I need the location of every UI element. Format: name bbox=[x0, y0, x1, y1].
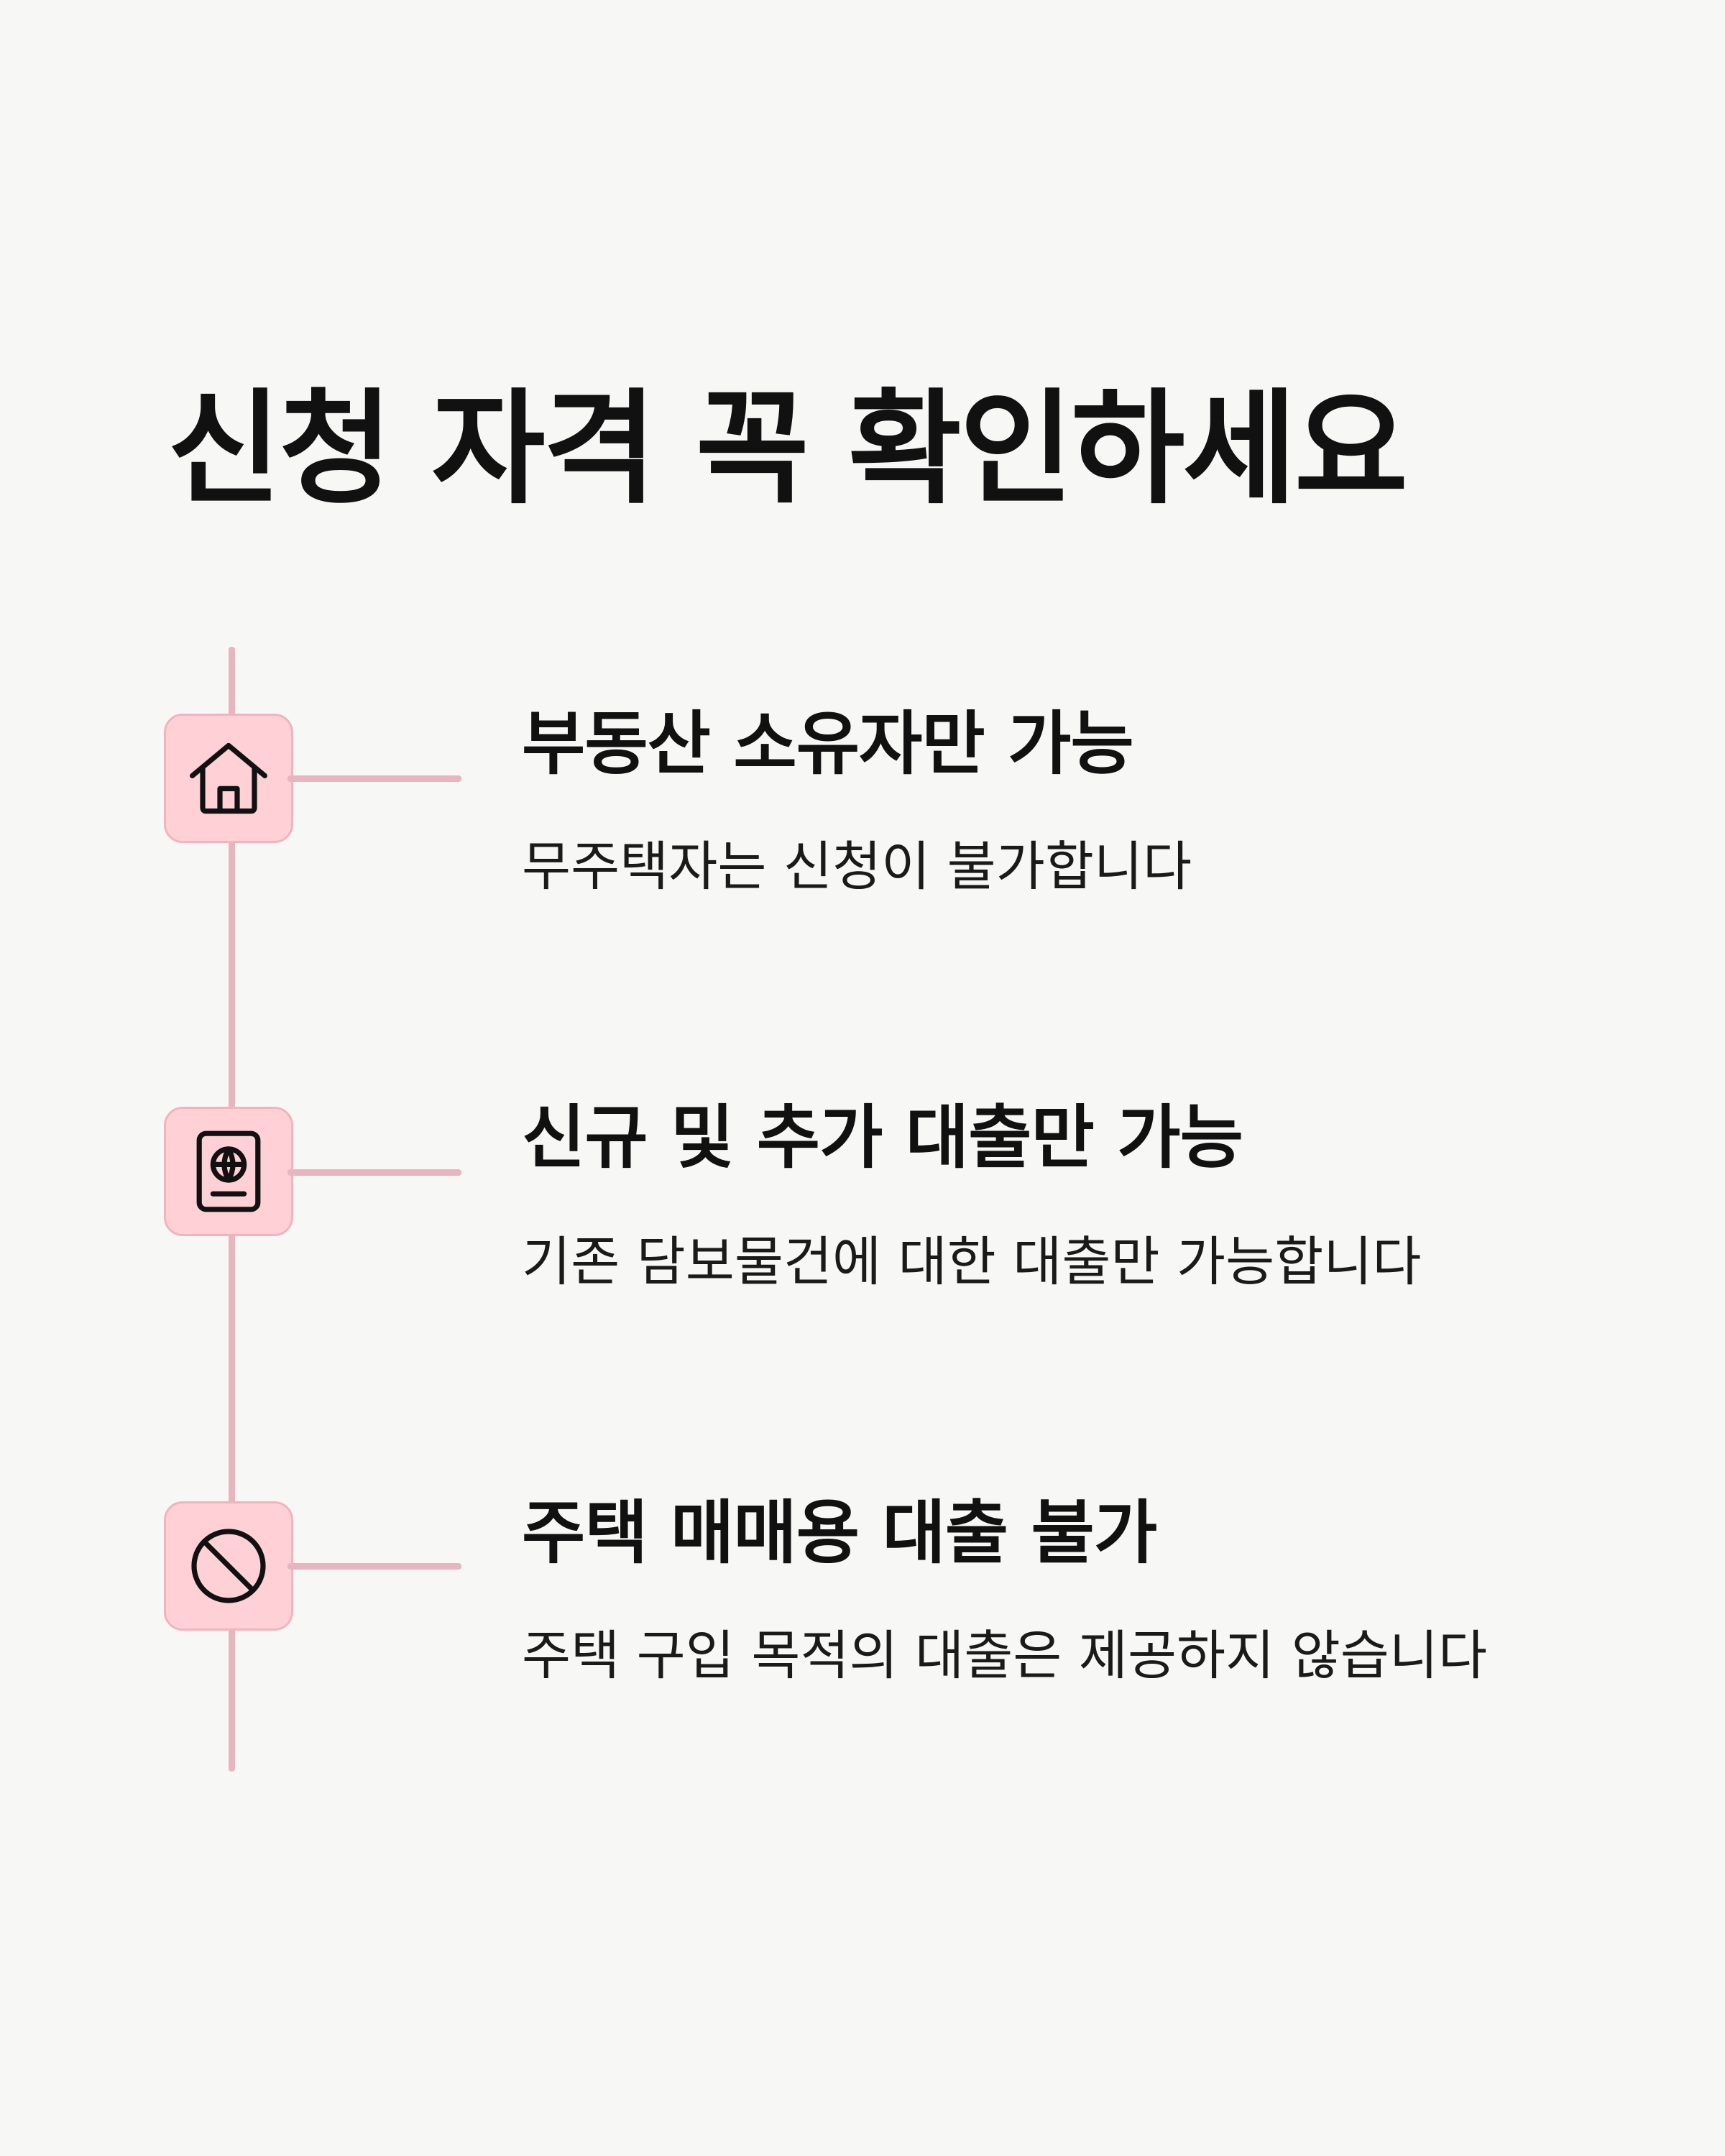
passport-icon bbox=[196, 1130, 261, 1212]
item-icon-box-prohibited bbox=[164, 1501, 293, 1631]
item-connector bbox=[288, 775, 461, 782]
page-title: 신청 자격 꼭 확인하세요 bbox=[167, 377, 1408, 521]
item-connector bbox=[288, 1563, 461, 1570]
item-connector bbox=[288, 1169, 461, 1176]
item-icon-box-passport bbox=[164, 1107, 293, 1236]
item-heading: 부동산 소유자만 가능 bbox=[522, 704, 1134, 784]
item-description: 기존 담보물건에 대한 대출만 가능합니다 bbox=[522, 1231, 1422, 1293]
prohibited-icon bbox=[191, 1529, 266, 1603]
item-description: 주택 구입 목적의 대출은 제공하지 않습니다 bbox=[522, 1625, 1488, 1687]
item-icon-box-house bbox=[164, 714, 293, 843]
item-heading: 신규 및 추가 대출만 가능 bbox=[522, 1097, 1243, 1178]
house-icon bbox=[190, 742, 267, 814]
item-heading: 주택 매매용 대출 불가 bbox=[522, 1493, 1157, 1573]
item-description: 무주택자는 신청이 불가합니다 bbox=[522, 836, 1192, 898]
